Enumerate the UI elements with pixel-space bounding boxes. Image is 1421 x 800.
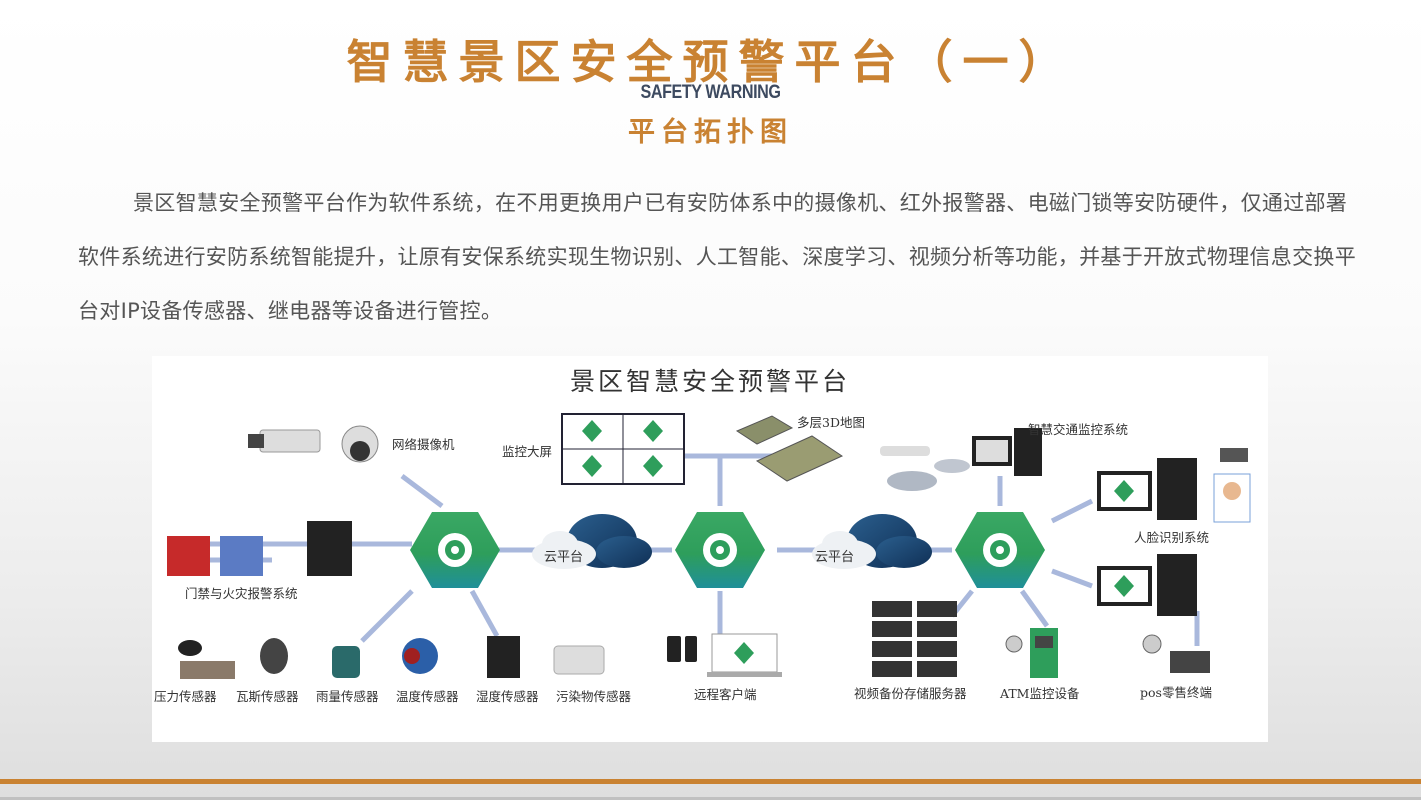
label-pressure: 压力传感器 [154, 689, 217, 704]
platform-hub-3 [955, 512, 1045, 588]
description-paragraph: 景区智慧安全预警平台作为软件系统，在不用更换用户已有安防体系中的摄像机、红外报警… [78, 191, 1356, 323]
label-remote-client: 远程客户端 [694, 687, 757, 702]
footer-bottom-bar [0, 797, 1421, 800]
label-pollutant: 污染物传感器 [556, 689, 632, 704]
subtitle-en: SAFETY WARNING [640, 82, 781, 103]
sensors-icons [178, 636, 605, 679]
subtitle-cn: 平台拓扑图 [628, 117, 793, 148]
traffic-icon [880, 428, 1042, 491]
label-humidity: 湿度传感器 [476, 689, 539, 704]
cloud-icon [532, 514, 652, 569]
storage-server-icon [872, 601, 957, 677]
face-pc-icon [1097, 448, 1251, 523]
label-temperature: 温度传感器 [396, 689, 459, 704]
platform-hub-2 [675, 512, 765, 588]
page-title: 智慧景区安全预警平台（一） [346, 35, 1075, 89]
map3d-icon [735, 415, 844, 482]
cloud-icon [812, 514, 932, 569]
label-network-camera: 网络摄像机 [392, 437, 455, 452]
label-cloud-2: 云平台 [815, 550, 855, 565]
camera-icon [248, 425, 379, 463]
footer-accent-line [0, 779, 1421, 784]
label-atm: ATM监控设备 [1000, 686, 1080, 701]
pos-pc-icon [1097, 554, 1210, 673]
topology-diagram: 景区智慧安全预警平台 网络摄像机 监控大屏 多层3D地图 智慧交通监控系统 人脸… [152, 356, 1268, 742]
label-rain: 雨量传感器 [316, 689, 379, 704]
topology-graphics [167, 413, 1251, 679]
diagram-title: 景区智慧安全预警平台 [569, 367, 850, 396]
label-face: 人脸识别系统 [1134, 530, 1210, 545]
remote-client-icon [667, 633, 782, 677]
label-traffic: 智慧交通监控系统 [1028, 422, 1129, 437]
label-gas: 瓦斯传感器 [236, 689, 299, 704]
label-access-fire: 门禁与火灾报警系统 [185, 586, 298, 601]
monitor-wall-icon [561, 413, 685, 485]
label-video-backup: 视频备份存储服务器 [854, 686, 967, 701]
atm-icon [1005, 628, 1058, 678]
platform-hub-1 [410, 512, 500, 588]
label-monitor-wall: 监控大屏 [502, 444, 553, 459]
label-pos: pos零售终端 [1140, 685, 1212, 700]
label-cloud-1: 云平台 [544, 550, 584, 565]
access-fire-icon [167, 521, 352, 576]
label-map3d: 多层3D地图 [797, 415, 865, 430]
